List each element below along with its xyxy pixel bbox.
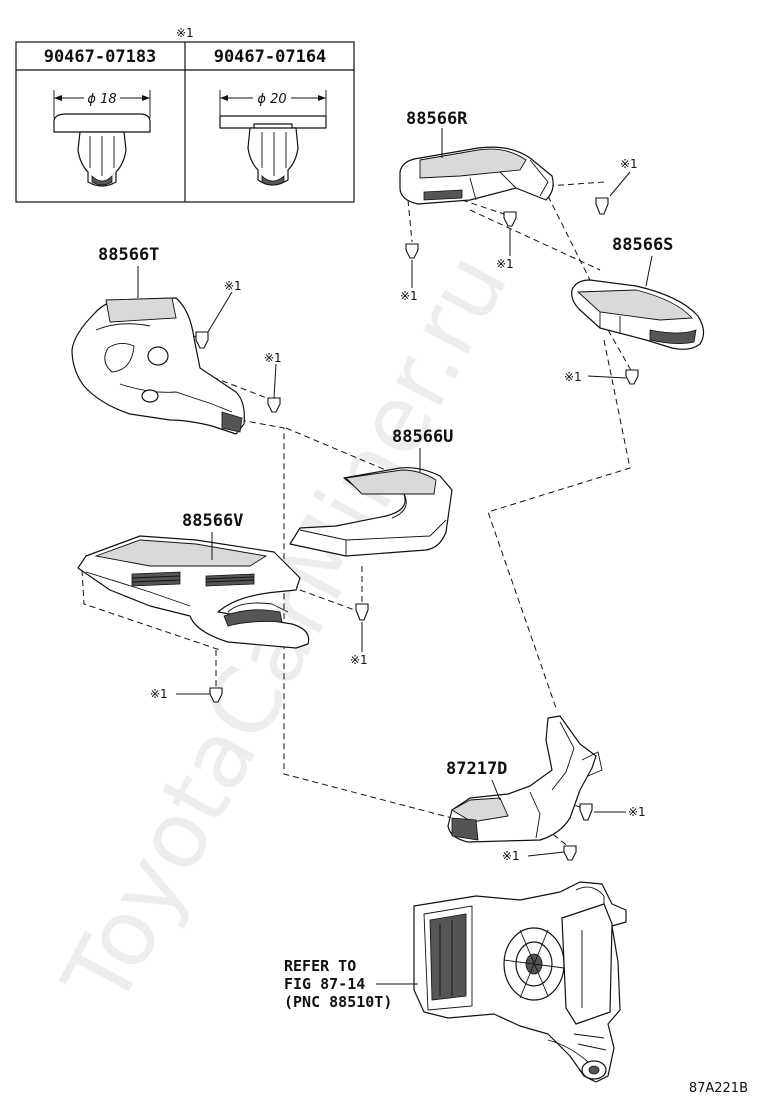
clip-near-87217d-right [579,803,593,821]
clip-table: ※1 90467-07183 90467-07164 ϕ 18 [15,26,355,203]
label-88566u: 88566U [392,427,453,447]
refer-line-1: REFER TO [284,957,356,975]
figure-code: 87A221B [689,1081,748,1096]
duct-88566u: 88566U [289,427,453,557]
clip-callout-6: ※1 [564,370,582,384]
duct-88566v: 88566V [77,511,310,649]
clip-part-number-1: 90467-07183 [44,47,157,67]
refer-line-2: FIG 87-14 [284,975,365,993]
clips: ※1 ※1 ※1 ※1 ※1 ※1 ※1 ※1 ※1 ※1 [150,157,646,863]
clip-table-note: ※1 [176,26,194,40]
clip-callout-1: ※1 [620,157,638,171]
clip-callout-2: ※1 [496,257,514,271]
clip-callout-9: ※1 [628,805,646,819]
clip-2-diameter: ϕ 20 [257,92,286,107]
label-88566r: 88566R [406,109,468,129]
duct-87217d: 87217D [446,715,603,843]
duct-88566s: 88566S [571,235,705,350]
clip-callout-8: ※1 [150,687,168,701]
clip-1-diameter: ϕ 18 [87,92,116,107]
clip-callout-4: ※1 [224,279,242,293]
label-88566v: 88566V [182,511,243,531]
clip-callout-7: ※1 [350,653,368,667]
clip-callout-3: ※1 [400,289,418,303]
refer-line-3: (PNC 88510T) [284,993,392,1011]
assembly-lines [81,181,633,849]
clip-part-number-2: 90467-07164 [214,47,327,67]
label-88566t: 88566T [98,245,159,265]
refer-note: REFER TO FIG 87-14 (PNC 88510T) [284,957,418,1011]
clip-near-88566t-upper [195,331,209,349]
blower-unit [413,881,627,1083]
clip-near-88566r-mid [503,211,517,227]
label-87217d: 87217D [446,759,507,779]
clip-near-88566s [625,369,639,385]
clip-near-88566u [355,603,369,621]
clip-callout-10: ※1 [502,849,520,863]
duct-88566t: 88566T [71,245,245,435]
label-88566s: 88566S [612,235,673,255]
clip-near-88566r-left [405,243,419,259]
clip-callout-5: ※1 [264,351,282,365]
clip-1-drawing: ϕ 18 [53,88,151,187]
clip-near-88566t-lower [267,397,281,413]
clip-near-88566r-right [595,197,609,215]
duct-88566r: 88566R [399,109,554,205]
clip-2-drawing: ϕ 20 [219,88,327,186]
clip-near-87217d-lower [563,845,577,861]
